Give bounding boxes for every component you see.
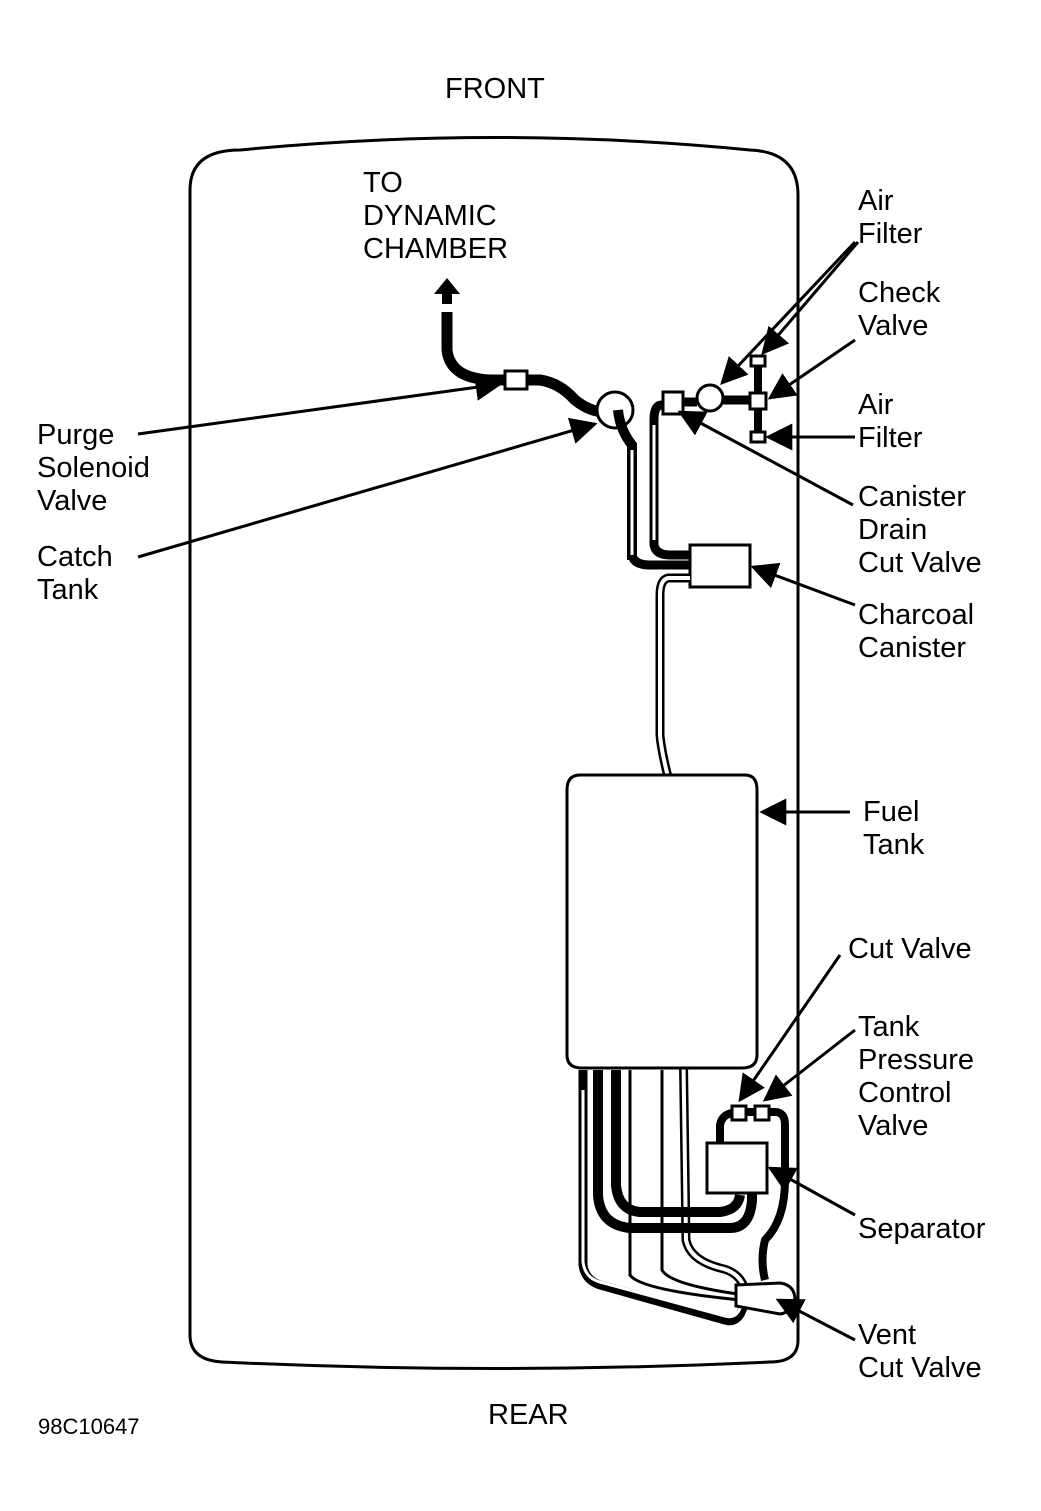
separator	[705, 1141, 769, 1195]
up-arrow-icon	[434, 278, 460, 304]
label-air-filter-top: Air Filter	[858, 185, 923, 250]
reference-code: 98C10647	[38, 1414, 140, 1439]
svg-text:Solenoid: Solenoid	[37, 452, 150, 484]
catch-tank-to-canister-hose	[627, 553, 690, 570]
svg-text:Valve: Valve	[858, 310, 928, 342]
front-label: FRONT	[445, 73, 545, 105]
svg-text:Air: Air	[858, 389, 894, 421]
label-catch-tank: Catch Tank	[37, 541, 113, 606]
svg-text:Cut Valve: Cut Valve	[848, 933, 972, 965]
svg-text:Catch: Catch	[37, 541, 113, 573]
svg-text:Fuel: Fuel	[863, 796, 919, 828]
tank-pressure-control-valve	[753, 1104, 771, 1122]
label-separator: Separator	[858, 1213, 986, 1245]
svg-text:TO: TO	[363, 167, 403, 199]
svg-text:Separator: Separator	[858, 1213, 986, 1245]
label-fuel-tank: Fuel Tank	[863, 796, 925, 861]
label-tank-pressure-control-valve: Tank Pressure Control Valve	[858, 1011, 974, 1142]
svg-text:Pressure: Pressure	[858, 1044, 974, 1076]
air-filter-bottom-element	[749, 430, 767, 444]
svg-text:Drain: Drain	[858, 514, 927, 546]
air-filter-top-element	[749, 354, 767, 368]
vehicle-body-outline	[188, 136, 800, 1370]
label-purge-solenoid-valve: Purge Solenoid Valve	[37, 419, 150, 517]
svg-text:Tank: Tank	[863, 829, 925, 861]
air-filter-round	[695, 383, 725, 413]
label-check-valve: Check Valve	[858, 277, 941, 342]
svg-text:Air: Air	[858, 185, 894, 217]
label-canister-drain-cut-valve: Canister Drain Cut Valve	[858, 481, 982, 579]
svg-text:Cut Valve: Cut Valve	[858, 547, 982, 579]
purge-hose	[441, 312, 606, 418]
svg-text:Control: Control	[858, 1077, 952, 1109]
check-valve	[748, 391, 768, 411]
canister-drain-cut-valve	[661, 390, 685, 416]
svg-text:Valve: Valve	[858, 1110, 928, 1142]
destination-label: TO DYNAMIC CHAMBER	[363, 167, 508, 265]
rear-label: REAR	[488, 1399, 569, 1431]
svg-text:Cut Valve: Cut Valve	[858, 1352, 982, 1384]
svg-text:Canister: Canister	[858, 632, 966, 664]
charcoal-canister	[688, 543, 752, 589]
label-cut-valve: Cut Valve	[848, 933, 972, 965]
label-air-filter-bottom: Air Filter	[858, 389, 923, 454]
svg-text:Check: Check	[858, 277, 941, 309]
svg-text:Tank: Tank	[858, 1011, 920, 1043]
catch-tank	[595, 390, 635, 430]
label-charcoal-canister: Charcoal Canister	[858, 599, 974, 664]
label-vent-cut-valve: Vent Cut Valve	[858, 1319, 982, 1384]
cut-valve	[730, 1104, 748, 1122]
svg-text:CHAMBER: CHAMBER	[363, 233, 508, 265]
svg-text:DYNAMIC: DYNAMIC	[363, 200, 497, 232]
svg-text:Canister: Canister	[858, 481, 966, 513]
fuel-tank	[565, 773, 759, 1070]
svg-text:Charcoal: Charcoal	[858, 599, 974, 631]
purge-solenoid-valve	[503, 369, 529, 391]
svg-text:Purge: Purge	[37, 419, 114, 451]
svg-text:Filter: Filter	[858, 422, 923, 454]
svg-text:Vent: Vent	[858, 1319, 916, 1351]
svg-text:Tank: Tank	[37, 574, 99, 606]
svg-text:Filter: Filter	[858, 218, 923, 250]
leader-lines	[137, 240, 860, 1342]
svg-text:Valve: Valve	[37, 485, 107, 517]
